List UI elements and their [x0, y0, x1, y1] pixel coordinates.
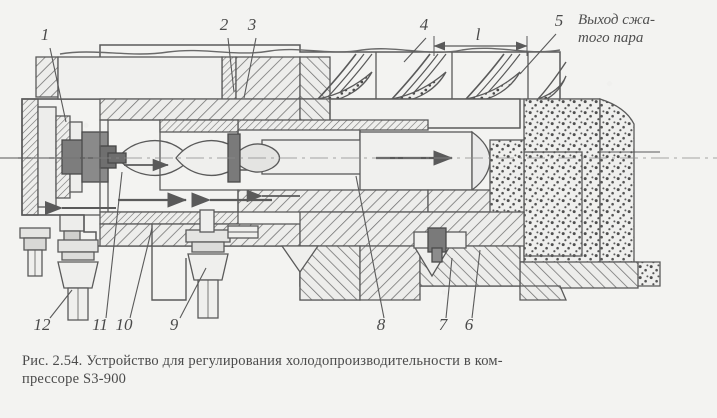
- outlet-annotation-line2: того пара: [578, 30, 643, 46]
- callout-2: 2: [220, 15, 229, 34]
- dimension-label-l: l: [476, 25, 481, 44]
- callout-11: 11: [92, 315, 108, 334]
- pipe-loop: [151, 224, 187, 301]
- lower-body: [280, 211, 525, 301]
- central-bore: [237, 119, 525, 213]
- callout-5: 5: [555, 11, 564, 30]
- callout-leaders: [49, 33, 557, 319]
- callout-4: 4: [420, 15, 429, 34]
- callout-10: 10: [116, 315, 134, 334]
- caption-line-2: прессоре S3-900: [22, 371, 127, 387]
- bolt-assembly-center: [57, 239, 99, 321]
- callout-12: 12: [34, 315, 52, 334]
- figure-caption: Рис. 2.54. Устройство для регулирования …: [22, 352, 694, 388]
- upper-body-section: [35, 56, 331, 100]
- left-head-assembly: [21, 98, 117, 242]
- bolt-assembly-right: [185, 209, 231, 319]
- callout-9: 9: [170, 315, 179, 334]
- callout-8: 8: [377, 315, 386, 334]
- callout-1: 1: [41, 25, 50, 44]
- right-stippled-chambers: [489, 98, 661, 287]
- dimension-l: [433, 36, 528, 56]
- caption-line-1: Рис. 2.54. Устройство для регулирования …: [22, 353, 503, 369]
- drawing-body: [0, 33, 717, 321]
- outlet-annotation-line1: Выход сжа-: [578, 12, 655, 28]
- callout-6: 6: [465, 315, 474, 334]
- bolt-assembly-left: [19, 227, 51, 277]
- callout-3: 3: [247, 15, 257, 34]
- callout-labels: 1 2 3 4 5 6 7 8 9 10 11 12 l Выход сжа- …: [34, 11, 655, 334]
- callout-7: 7: [439, 315, 449, 334]
- right-flange: [519, 151, 660, 301]
- break-line-top: [59, 47, 561, 55]
- fin-sections: [300, 52, 600, 102]
